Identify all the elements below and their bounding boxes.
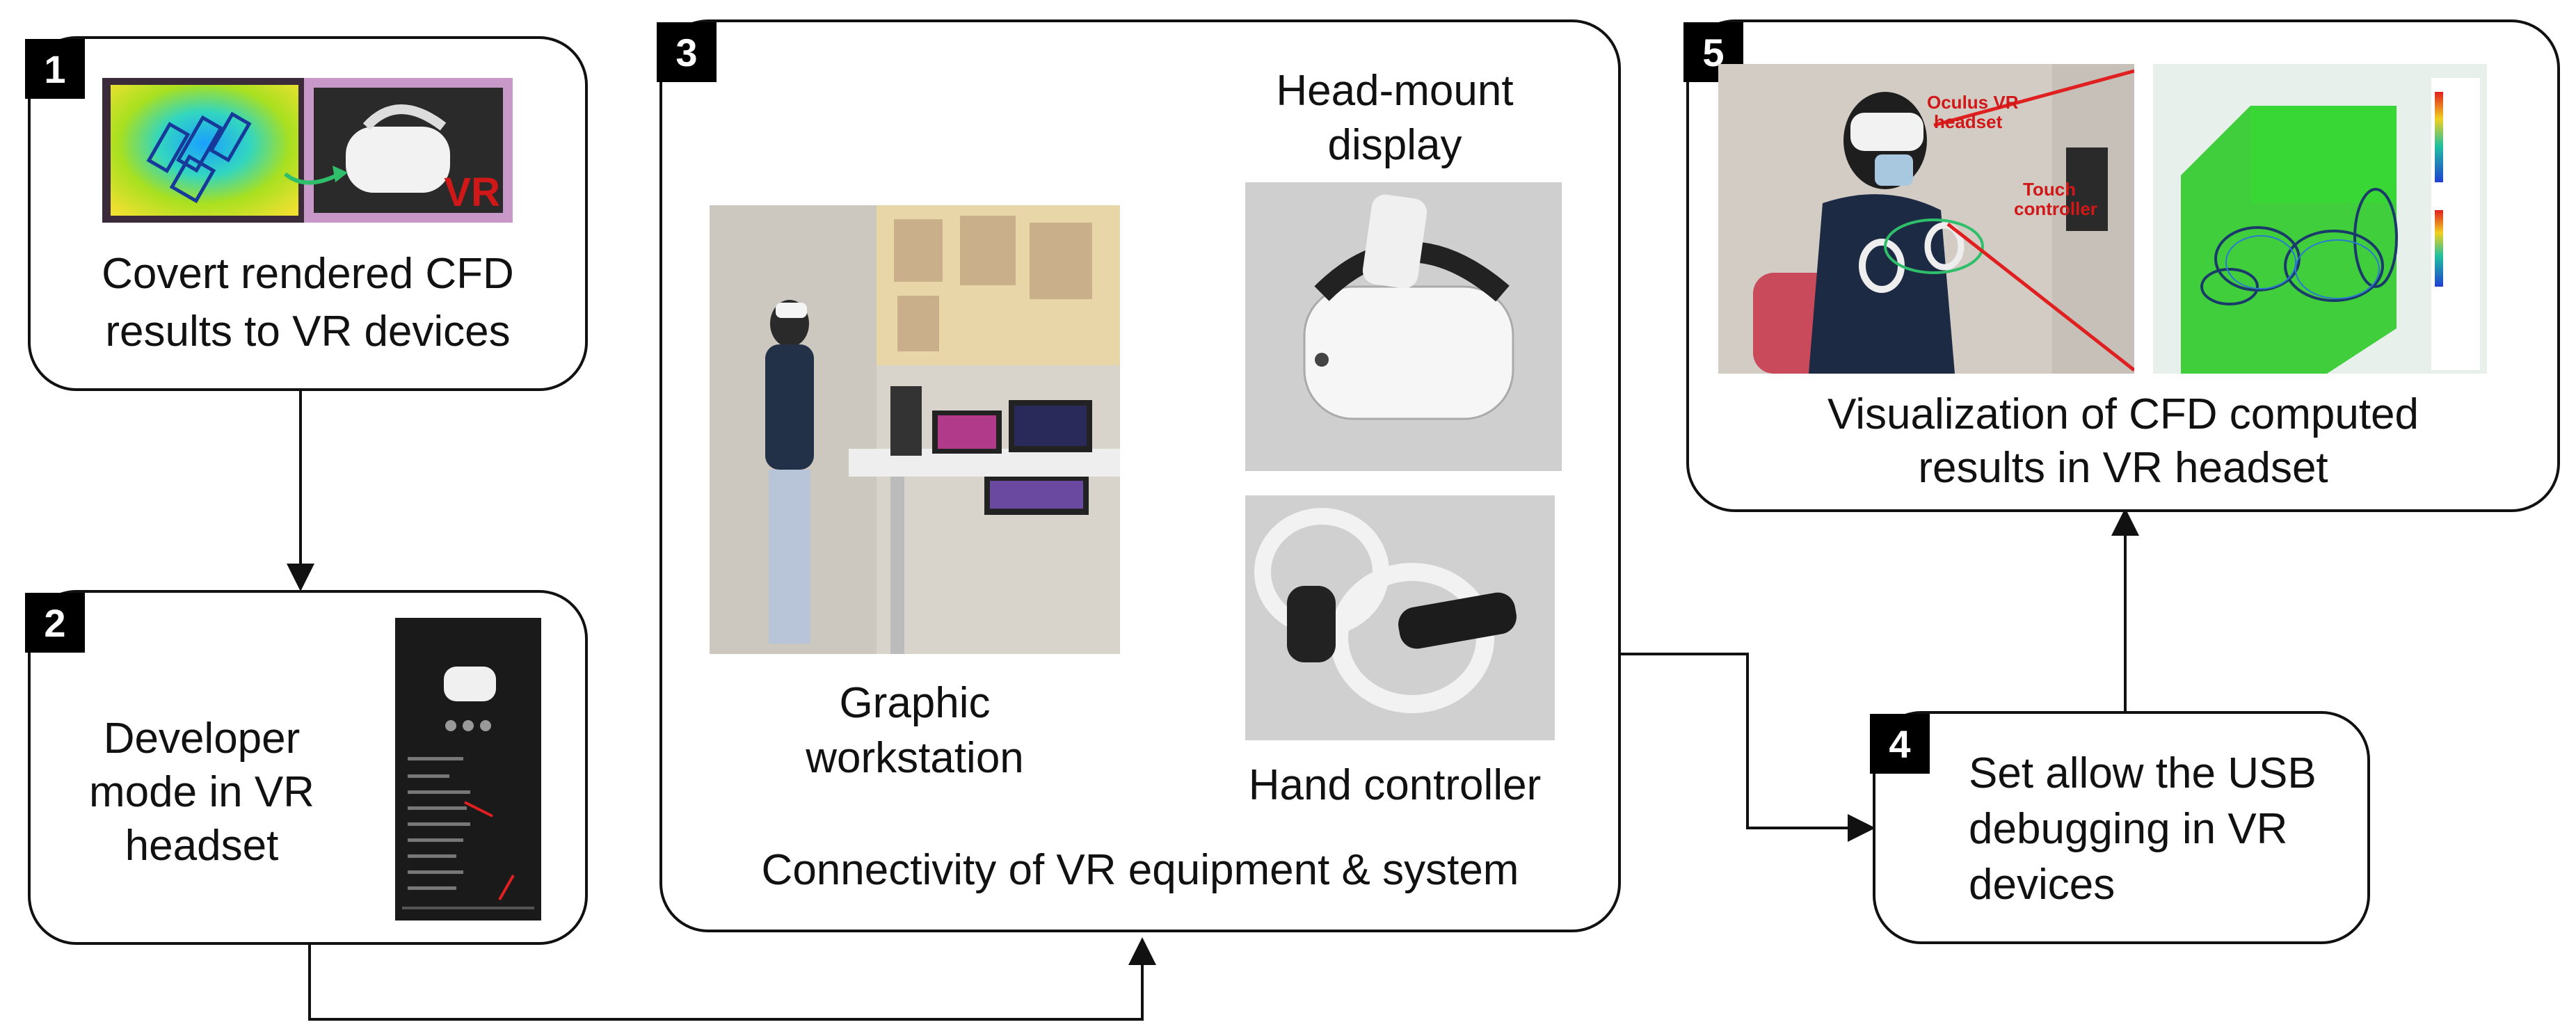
step-4-line-3: devices (1969, 861, 2115, 909)
hand-controller-photo (1245, 495, 1555, 740)
step-4-line-1: Set allow the USB (1969, 749, 2317, 797)
head-mount-display-photo (1245, 182, 1562, 471)
step-5-line-2: results in VR headset (1918, 444, 2328, 492)
user-with-vr-photo: Oculus VR headset Touch controller (1718, 64, 2134, 374)
touch-label-2: controller (2014, 198, 2097, 219)
step-1-line-1: Covert rendered CFD (102, 250, 514, 298)
cfd-heatmap-image (102, 78, 304, 223)
step-4-panel (1873, 711, 2370, 944)
controller-label: Hand controller (1248, 761, 1542, 809)
hmd-label-1: Head-mount (1276, 67, 1514, 115)
step-2-line-1: Developer (103, 715, 301, 763)
arrow-2-to-3 (308, 937, 1156, 1021)
phone-settings-screenshot (395, 618, 541, 921)
touch-label-1: Touch (2023, 179, 2077, 200)
step-3-title: Connectivity of VR equipment & system (761, 846, 1519, 894)
oculus-label-1: Oculus VR (1927, 92, 2019, 113)
step-5-line-1: Visualization of CFD computed (1827, 390, 2419, 438)
step-3-badge: 3 (657, 22, 717, 82)
workstation-label-1: Graphic (839, 679, 991, 727)
step-1-badge: 1 (25, 39, 85, 99)
step-2-line-3: headset (125, 822, 279, 870)
cfd-visualization-image (2153, 64, 2487, 374)
step-4-badge: 4 (1870, 714, 1930, 774)
hmd-label-2: display (1327, 121, 1462, 169)
arrow-3-to-4 (1621, 653, 1875, 842)
step-2-line-2: mode in VR (89, 768, 314, 816)
workstation-photo (710, 205, 1120, 654)
vr-headset-preview: VR (304, 78, 513, 223)
oculus-label-2: headset (1934, 111, 2003, 132)
step-4-line-2: debugging in VR (1969, 805, 2288, 853)
workstation-label-2: workstation (806, 734, 1024, 782)
vr-label: VR (444, 170, 500, 215)
step-1-line-2: results to VR devices (105, 308, 511, 356)
step-2-badge: 2 (25, 593, 85, 653)
